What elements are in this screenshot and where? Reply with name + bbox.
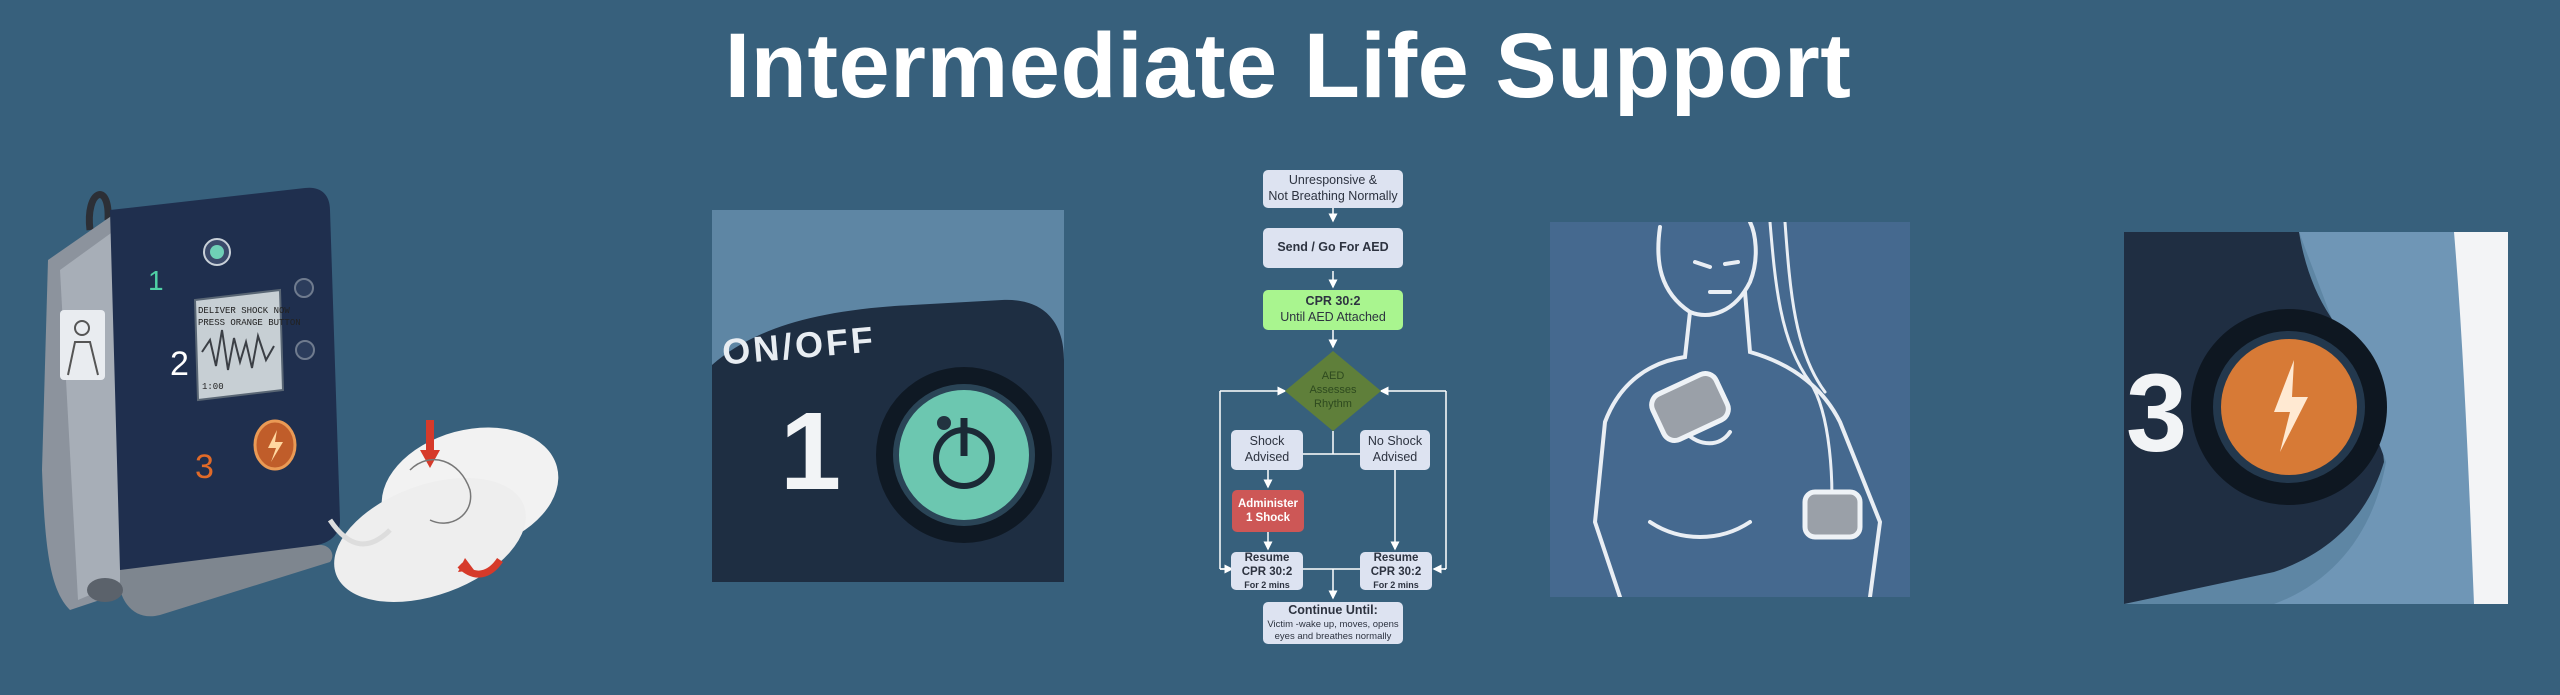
flow-noshock-line1: No Shock xyxy=(1367,434,1423,449)
flow-decision-line2: Assesses xyxy=(1309,384,1357,397)
flow-resume-right: Resume CPR 30:2 For 2 mins xyxy=(1360,552,1432,590)
flow-continue-line1: Continue Until: xyxy=(1288,603,1378,618)
flow-administer-line2: 1 Shock xyxy=(1245,512,1291,524)
flow-shock-advised: Shock Advised xyxy=(1231,430,1303,470)
flow-shock-line1: Shock xyxy=(1249,434,1285,449)
page-title: Intermediate Life Support xyxy=(724,15,1852,117)
flow-decision-line3: Rhythm xyxy=(1314,397,1352,410)
flow-unresponsive-line2: Not Breathing Normally xyxy=(1268,189,1398,203)
aed-screen-time: 1:00 xyxy=(202,382,224,392)
flow-continue-until: Continue Until: Victim -wake up, moves, … xyxy=(1263,602,1403,644)
flow-send-aed: Send / Go For AED xyxy=(1263,228,1403,268)
flow-resume-left-line1: Resume xyxy=(1244,552,1290,564)
flow-cpr: CPR 30:2 Until AED Attached xyxy=(1263,290,1403,330)
flow-continue-line2: Victim -wake up, moves, opens xyxy=(1267,618,1399,630)
flow-resume-right-line1: Resume xyxy=(1373,552,1419,564)
flow-noshock-line2: Advised xyxy=(1372,450,1418,464)
flow-decision-line1: AED xyxy=(1321,370,1345,383)
aed-screen-line1: DELIVER SHOCK NOW xyxy=(198,306,290,316)
flow-send-label: Send / Go For AED xyxy=(1277,240,1389,255)
flow-resume-right-line2: CPR 30:2 xyxy=(1370,566,1422,579)
shock-panel: 3 xyxy=(2124,232,2508,604)
flow-decision: AED Assesses Rhythm xyxy=(1298,363,1368,419)
shock-lightning-icon xyxy=(2264,357,2314,457)
flow-unresponsive-line1: Unresponsive & xyxy=(1288,173,1378,188)
onoff-panel: ON/OFF 1 xyxy=(712,210,1064,582)
power-icon xyxy=(922,410,1006,494)
flow-no-shock-advised: No Shock Advised xyxy=(1360,430,1430,470)
flow-resume-left: Resume CPR 30:2 For 2 mins xyxy=(1231,552,1303,590)
flow-shock-line2: Advised xyxy=(1244,450,1290,464)
flow-resume-left-line2: CPR 30:2 xyxy=(1241,566,1293,579)
aed-step1: 1 xyxy=(148,265,164,296)
flow-resume-left-line3: For 2 mins xyxy=(1244,579,1290,590)
aed-flowchart: Unresponsive & Not Breathing Normally Se… xyxy=(1200,164,1460,649)
flow-administer-shock: Administer 1 Shock xyxy=(1232,490,1304,532)
onoff-number: 1 xyxy=(780,390,842,513)
aed-screen-line2: PRESS ORANGE BUTTON xyxy=(198,318,301,328)
flow-cpr-line2: Until AED Attached xyxy=(1280,310,1386,324)
flow-unresponsive: Unresponsive & Not Breathing Normally xyxy=(1263,170,1403,208)
aed-step2: 2 xyxy=(170,345,189,383)
aed-step3: 3 xyxy=(195,448,214,486)
flow-cpr-line1: CPR 30:2 xyxy=(1305,294,1361,309)
shock-number: 3 xyxy=(2126,352,2188,475)
pad-placement-image xyxy=(1550,222,1910,597)
aed-device-image: DELIVER SHOCK NOW PRESS ORANGE BUTTON 1:… xyxy=(30,170,560,630)
flow-administer-line1: Administer xyxy=(1237,497,1299,510)
flow-continue-line3: eyes and breathes normally xyxy=(1274,630,1392,642)
flow-resume-right-line3: For 2 mins xyxy=(1373,579,1419,590)
